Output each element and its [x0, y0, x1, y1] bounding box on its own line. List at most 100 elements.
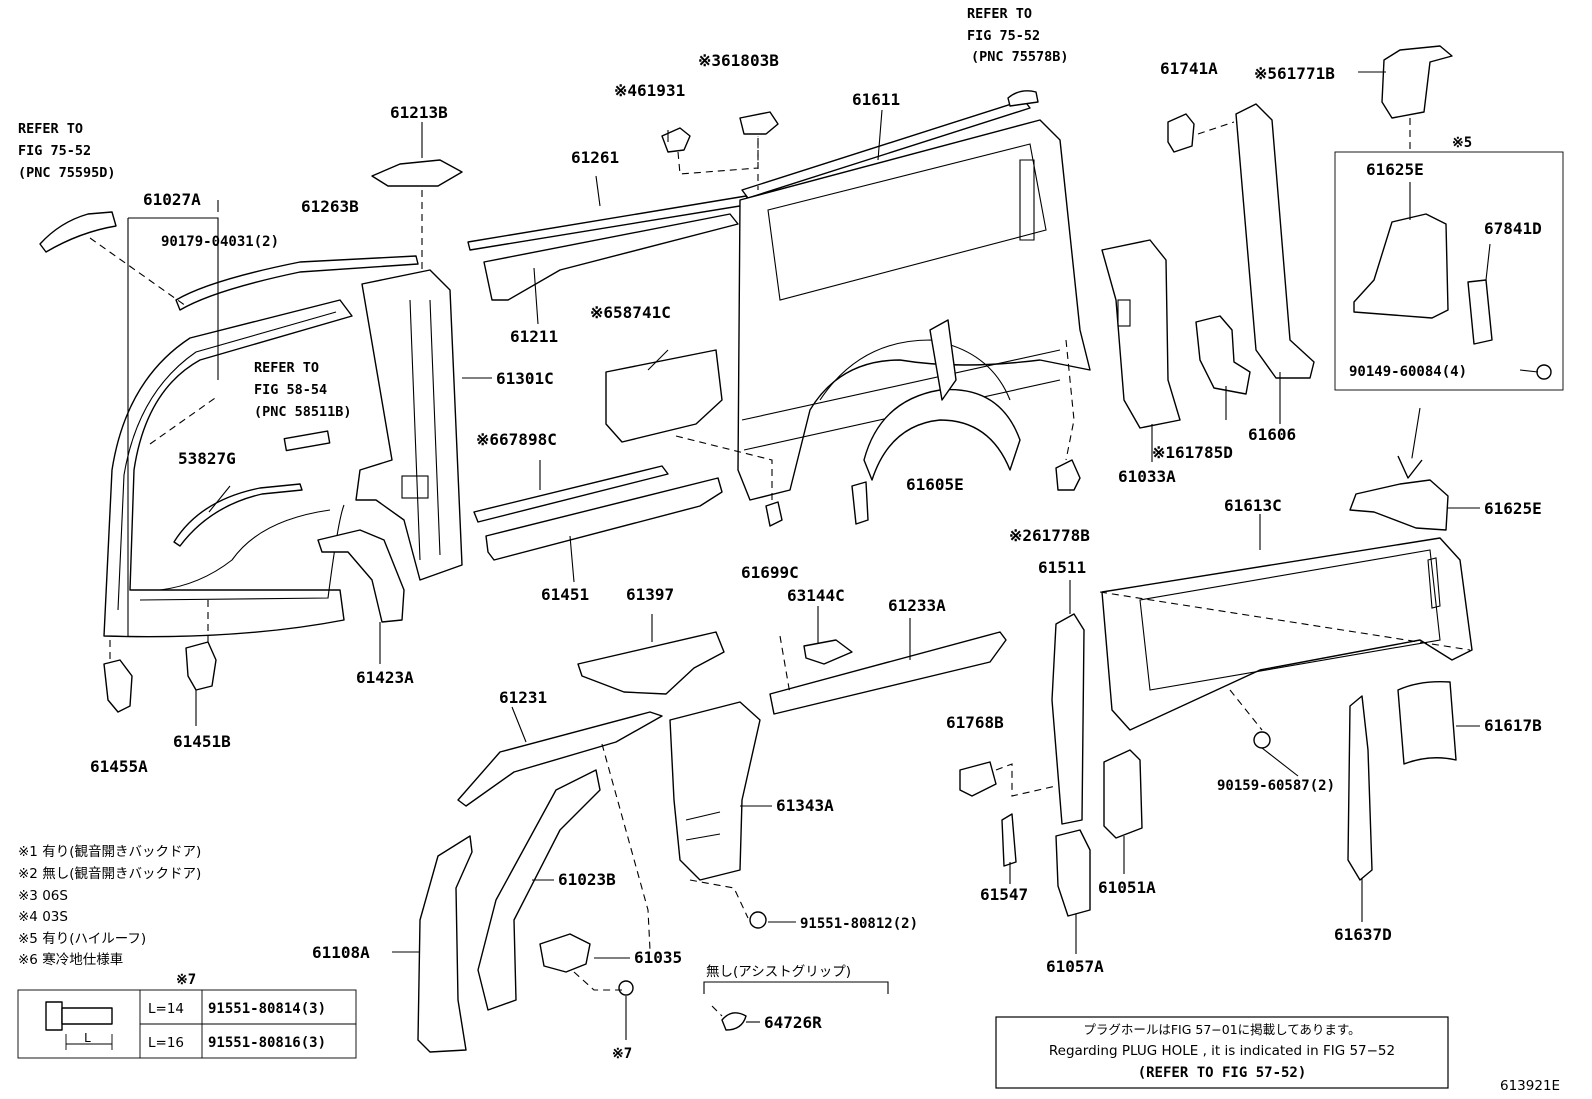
label-91551-80812: 91551-80812(2)	[800, 916, 918, 932]
label-61785d: ※161785D	[1152, 443, 1233, 462]
note-line-jp: プラグホールはFIG 57−01に掲載してあります。	[1083, 1022, 1360, 1037]
bolt-icon	[45, 1001, 113, 1050]
figure-id: 613921E	[1500, 1078, 1560, 1094]
option-5-box	[1334, 151, 1564, 391]
refer-to-58511b: REFER TO FIG 58-54 (PNC 58511B)	[254, 360, 352, 420]
bolt-length-16: L=16	[148, 1035, 184, 1051]
part-61455a	[103, 659, 133, 713]
label-61261: 61261	[571, 148, 619, 167]
label-61771b: ※561771B	[1254, 64, 1335, 83]
part-61451	[485, 477, 723, 561]
part-61611-panel	[737, 119, 1091, 501]
label-61803b: ※361803B	[698, 51, 779, 70]
svg-text:FIG 75-52: FIG 75-52	[18, 143, 91, 159]
label-61611: 61611	[852, 90, 900, 109]
label-61231: 61231	[499, 688, 547, 707]
label-61233a: 61233A	[888, 596, 946, 615]
label-mark7: ※7	[612, 1046, 632, 1062]
part-61606	[1235, 103, 1315, 379]
part-64726r	[721, 1012, 747, 1031]
label-61035: 61035	[634, 948, 682, 967]
part-61233a	[769, 631, 1007, 715]
label-61451: 61451	[541, 585, 589, 604]
part-58741c	[605, 349, 723, 443]
part-61027a-frame	[103, 299, 353, 638]
svg-text:REFER TO: REFER TO	[967, 6, 1032, 22]
label-53827g: 53827G	[178, 449, 236, 468]
arrow-down-icon	[1397, 407, 1423, 479]
part-61931	[661, 127, 691, 153]
legend-item: ※1 有り(観音開きバックドア)	[18, 843, 201, 860]
part-75578b-cap	[1007, 90, 1039, 107]
refer-to-75578b: REFER TO FIG 75-52 (PNC 75578B)	[967, 6, 1069, 65]
part-61613c	[1101, 537, 1473, 731]
svg-text:(PNC 75595D): (PNC 75595D)	[18, 165, 116, 181]
bolt-length-14: L=14	[148, 1001, 184, 1017]
part-61625e-box	[1353, 213, 1449, 319]
label-61511: 61511	[1038, 558, 1086, 577]
part-61611	[741, 99, 1031, 199]
part-61057a	[1055, 829, 1091, 917]
label-61625e-box: 61625E	[1366, 160, 1424, 179]
label-61033a: 61033A	[1118, 467, 1176, 486]
label-mark5-box: ※5	[1452, 135, 1472, 151]
part-61625e-lower	[1349, 479, 1449, 531]
bolt-dim-label: L	[84, 1031, 91, 1045]
label-61617b: 61617B	[1484, 716, 1542, 735]
bolt-91551-80812	[749, 911, 767, 929]
part-58511b-ref	[283, 430, 331, 452]
label-61211: 61211	[510, 327, 558, 346]
legend-item: ※2 無し(観音開きバックドア)	[18, 865, 201, 882]
part-61771b	[1381, 45, 1453, 119]
part-61605e	[851, 319, 1021, 525]
svg-text:REFER TO: REFER TO	[18, 121, 83, 137]
part-61741a	[1167, 113, 1195, 153]
label-61027a: 61027A	[143, 190, 201, 209]
label-90159: 90159-60587(2)	[1217, 778, 1335, 794]
leader-lines	[127, 71, 1539, 1040]
label-61301c: 61301C	[496, 369, 554, 388]
legend: ※1 有り(観音開きバックドア) ※2 無し(観音開きバックドア) ※3 06S…	[18, 843, 201, 968]
part-61301c	[355, 269, 463, 581]
label-61213b: 61213B	[390, 103, 448, 122]
bolt-7	[618, 980, 634, 996]
part-61343a	[669, 701, 761, 881]
label-61606: 61606	[1248, 425, 1296, 444]
part-61451b	[185, 641, 217, 691]
label-61605e: 61605E	[906, 475, 964, 494]
bolt-90159	[1253, 731, 1271, 749]
part-61231	[457, 711, 663, 807]
svg-text:REFER TO: REFER TO	[254, 360, 319, 376]
part-63144c	[803, 639, 853, 665]
label-61768b: 61768B	[946, 713, 1004, 732]
label-64726r: 64726R	[764, 1013, 822, 1032]
bolt-part-80816: 91551-80816(3)	[208, 1035, 326, 1051]
svg-text:(PNC 58511B): (PNC 58511B)	[254, 404, 352, 420]
label-61108a: 61108A	[312, 943, 370, 962]
part-61803b	[739, 111, 779, 135]
label-63144c: 63144C	[787, 586, 845, 605]
part-61699c	[765, 501, 783, 527]
svg-text:(PNC 75578B): (PNC 75578B)	[971, 49, 1069, 65]
label-61547: 61547	[980, 885, 1028, 904]
part-61778b	[1055, 459, 1081, 491]
label-61397: 61397	[626, 585, 674, 604]
legend-item: ※4 03S	[18, 909, 68, 925]
bolt-table: ※7 L L=14 91551-80814(3) L=16 91551-8081…	[17, 972, 357, 1059]
label-61423a: 61423A	[356, 668, 414, 687]
part-61785d	[1195, 315, 1251, 395]
part-61108a	[417, 835, 473, 1053]
label-61057a: 61057A	[1046, 957, 1104, 976]
legend-item: ※6 寒冷地仕様車	[18, 951, 123, 968]
part-61423a	[317, 529, 405, 623]
label-61613c: 61613C	[1224, 496, 1282, 515]
part-61617b	[1397, 680, 1457, 765]
part-61263b	[175, 255, 419, 311]
part-61035	[539, 933, 591, 973]
note-line-en: Regarding PLUG HOLE , it is indicated in…	[1049, 1043, 1395, 1059]
part-67841d	[1467, 279, 1493, 345]
label-61637d: 61637D	[1334, 925, 1392, 944]
label-90179: 90179-04031(2)	[161, 234, 279, 250]
label-61931: ※461931	[614, 81, 685, 100]
